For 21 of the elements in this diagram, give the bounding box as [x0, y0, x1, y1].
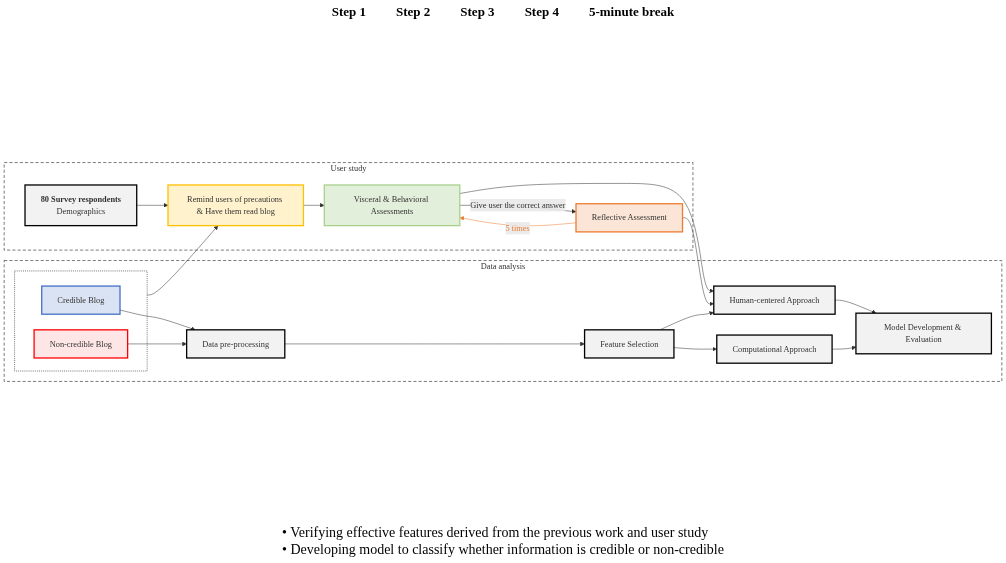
bullet-point: • Verifying effective features derived from the previous work and user study: [282, 525, 710, 541]
node-box: Computational Approach: [716, 334, 833, 364]
edge-label: Give user the correct answer: [470, 200, 566, 210]
node-box: Data pre-processing: [186, 329, 286, 359]
node-box: Feature Selection: [583, 329, 675, 359]
edge-note: 5-minute break: [588, 4, 675, 20]
step-label: Step 2: [396, 4, 431, 20]
node-box: Credible Blog: [41, 285, 121, 315]
step-label: Step 4: [524, 4, 559, 20]
bullet-point: • Developing model to classify whether information is credible or non-credible: [282, 542, 724, 558]
node-box: Model Development & Evaluation: [855, 312, 993, 355]
edge-label: 5 times: [505, 223, 530, 233]
step-label: Step 3: [460, 4, 495, 20]
node-box: Remind users of precautions & Have them read blog: [167, 184, 305, 227]
node-box: Reflective Assessment: [575, 203, 684, 233]
cluster: [14, 270, 148, 372]
node-box: 80 Survey respondents Demographics: [24, 184, 138, 227]
step-label: Step 1: [331, 4, 366, 20]
node-box: Visceral & Behavioral Assessments: [323, 184, 461, 227]
node-box: Human-centered Approach: [713, 285, 836, 315]
node-box: Non-credible Blog: [33, 329, 129, 359]
